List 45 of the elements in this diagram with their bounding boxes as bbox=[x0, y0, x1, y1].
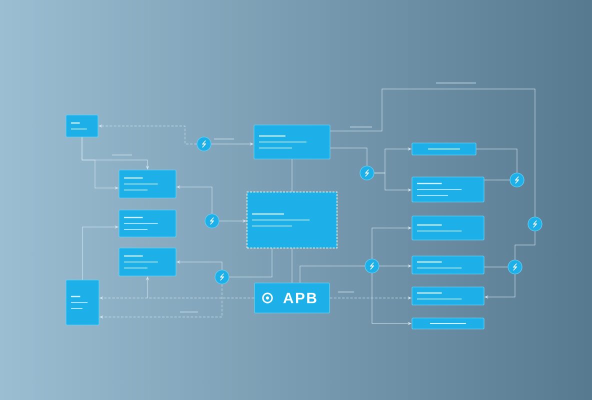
arrow bbox=[372, 226, 412, 259]
icon-circle bbox=[360, 166, 374, 180]
connector-line bbox=[300, 266, 365, 283]
arrow bbox=[211, 142, 254, 146]
process-box: APB bbox=[254, 282, 330, 314]
process-box bbox=[118, 170, 176, 198]
process-box bbox=[412, 216, 484, 240]
process-box bbox=[412, 286, 484, 306]
arrow bbox=[374, 172, 412, 192]
process-box bbox=[412, 176, 484, 202]
icon-circle bbox=[214, 270, 230, 284]
process-box bbox=[412, 256, 484, 274]
process-box bbox=[118, 248, 176, 276]
arrow bbox=[146, 276, 149, 298]
arrow bbox=[484, 274, 516, 298]
icon-circle bbox=[510, 172, 524, 188]
process-box bbox=[118, 210, 176, 238]
process-box bbox=[254, 124, 330, 160]
icon-circle bbox=[196, 136, 212, 152]
arrow bbox=[82, 226, 118, 280]
arrow bbox=[372, 273, 412, 325]
connector-line bbox=[330, 148, 368, 166]
arrow bbox=[100, 296, 254, 300]
icon-circle bbox=[204, 214, 220, 228]
arrow bbox=[176, 260, 222, 270]
icon-circle bbox=[364, 258, 380, 274]
process-box bbox=[66, 114, 98, 138]
dashed-box bbox=[246, 192, 338, 248]
connector-line bbox=[514, 231, 536, 260]
arrow bbox=[330, 296, 412, 300]
icon-circle bbox=[528, 216, 542, 232]
connector-line bbox=[330, 88, 536, 217]
process-box bbox=[412, 318, 484, 330]
connector-line bbox=[484, 266, 508, 268]
connector-line bbox=[229, 248, 272, 278]
arrow bbox=[219, 220, 246, 222]
process-box bbox=[412, 142, 476, 156]
icon-circle bbox=[508, 260, 522, 274]
arrow bbox=[176, 186, 212, 214]
arrow bbox=[379, 264, 412, 268]
connector-line bbox=[476, 148, 518, 173]
arrow bbox=[82, 137, 118, 190]
arrow bbox=[98, 124, 197, 144]
process-box bbox=[66, 280, 100, 326]
arrow bbox=[100, 284, 222, 318]
